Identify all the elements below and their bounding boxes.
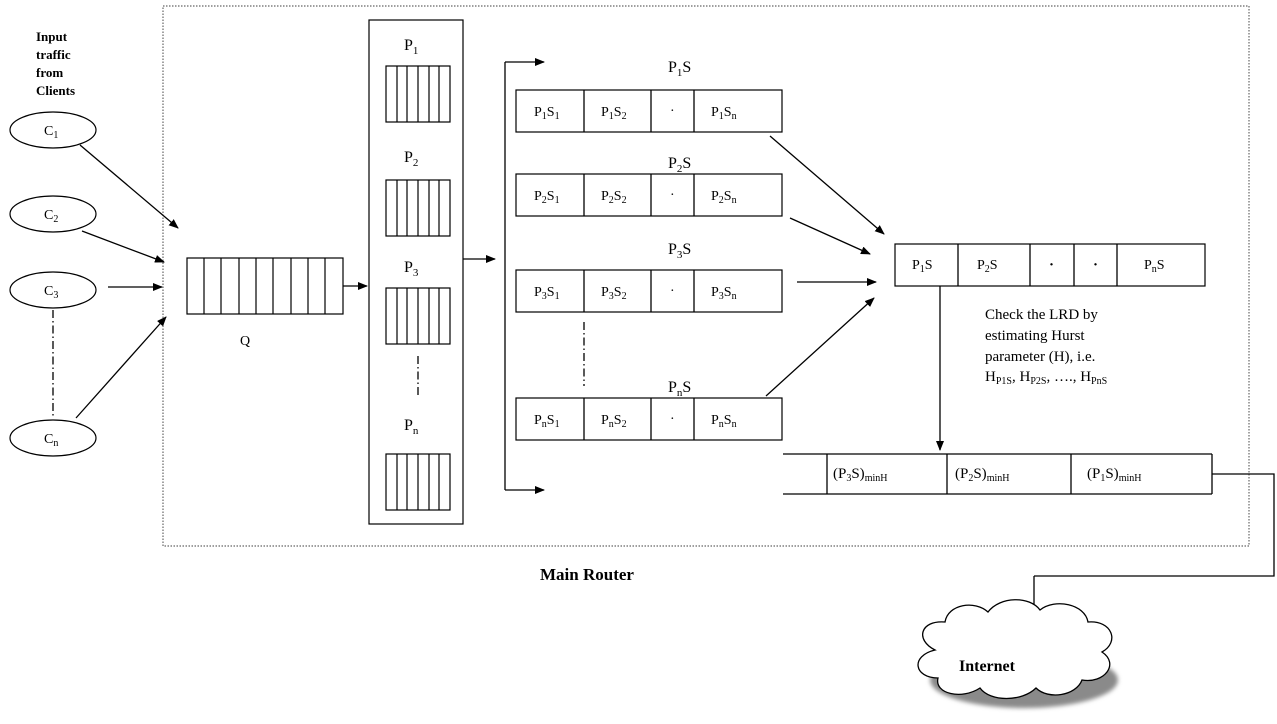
- svg-text:P2S: P2S: [668, 155, 691, 175]
- svg-text:P3S1: P3S1: [534, 285, 560, 302]
- internet-cloud: Internet: [917, 599, 1118, 708]
- router-label: Main Router: [540, 565, 634, 584]
- svg-text:·: ·: [1093, 257, 1098, 273]
- svg-text:PnSn: PnSn: [711, 413, 737, 430]
- svg-text:P3S: P3S: [668, 241, 691, 261]
- svg-text:P1S: P1S: [668, 59, 691, 79]
- svg-text:(P1S)minH: (P1S)minH: [1087, 466, 1141, 484]
- partition-pn: Pn: [385, 417, 451, 511]
- subset-p2s: P2S P2S1 P2S2 · P2Sn: [515, 155, 783, 217]
- svg-text:PnS: PnS: [1144, 258, 1165, 275]
- arrow-c2: [81, 230, 165, 263]
- svg-text:P1S2: P1S2: [601, 105, 627, 122]
- output-queue: (P3S)minH (P2S)minH (P1S)minH: [783, 453, 1213, 495]
- svg-text:P2S1: P2S1: [534, 189, 560, 206]
- client-cn: Cn: [9, 419, 97, 457]
- svg-text:Cn: Cn: [44, 432, 58, 449]
- svg-text:·: ·: [670, 284, 675, 299]
- svg-text:(P2S)minH: (P2S)minH: [955, 466, 1009, 484]
- svg-text:C2: C2: [44, 208, 58, 225]
- svg-text:P1S: P1S: [912, 258, 933, 275]
- svg-text:C3: C3: [44, 284, 58, 301]
- queue-label: Q: [240, 334, 250, 349]
- internet-label: Internet: [959, 658, 1016, 675]
- subset-p3s: P3S P3S1 P3S2 · P3Sn: [515, 241, 783, 313]
- combined-row: P1S P2S · · PnS: [894, 243, 1206, 287]
- svg-text:P1Sn: P1Sn: [711, 105, 737, 122]
- svg-text:·: ·: [1049, 257, 1054, 273]
- svg-text:P2S: P2S: [977, 258, 998, 275]
- subset-pns: PnS PnS1 PnS2 · PnSn: [515, 379, 783, 441]
- route-to-internet: [1034, 473, 1275, 577]
- svg-text:·: ·: [670, 188, 675, 203]
- main-router-frame: [162, 5, 1250, 547]
- client-c1: C1: [9, 111, 97, 149]
- svg-text:·: ·: [670, 412, 675, 427]
- hurst-line: HP1S, HP2S, …., HPnS: [985, 369, 1107, 387]
- client-c2: C2: [9, 195, 97, 233]
- partition-p2: P2: [385, 149, 451, 237]
- arrow-cn: [75, 316, 167, 419]
- svg-text:PnS1: PnS1: [534, 413, 560, 430]
- svg-text:P2: P2: [404, 149, 418, 169]
- arrow-p1s-combined: [769, 135, 885, 235]
- svg-text:P3S2: P3S2: [601, 285, 627, 302]
- svg-text:PnS: PnS: [668, 379, 691, 399]
- svg-text:P2Sn: P2Sn: [711, 189, 737, 206]
- client-c3: C3: [9, 271, 97, 309]
- lrd-note: Check the LRD by estimating Hurst parame…: [985, 307, 1102, 365]
- queue-q: [186, 257, 344, 315]
- svg-text:(P3S)minH: (P3S)minH: [833, 466, 887, 484]
- svg-text:P1S1: P1S1: [534, 105, 560, 122]
- svg-text:Pn: Pn: [404, 417, 419, 437]
- arrow-p2s-combined: [789, 217, 871, 255]
- svg-text:P2S2: P2S2: [601, 189, 627, 206]
- input-label: Input traffic from Clients: [36, 29, 75, 98]
- arrow-c1: [79, 144, 179, 229]
- partition-p3: P3: [385, 259, 451, 345]
- arrow-pns-combined: [765, 297, 875, 397]
- partition-p1: P1: [385, 37, 451, 123]
- svg-text:PnS2: PnS2: [601, 413, 627, 430]
- subset-p1s: P1S P1S1 P1S2 · P1Sn: [515, 59, 783, 133]
- svg-text:P3Sn: P3Sn: [711, 285, 737, 302]
- svg-text:P3: P3: [404, 259, 419, 279]
- svg-text:P1: P1: [404, 37, 418, 57]
- svg-text:C1: C1: [44, 124, 58, 141]
- svg-text:·: ·: [670, 104, 675, 119]
